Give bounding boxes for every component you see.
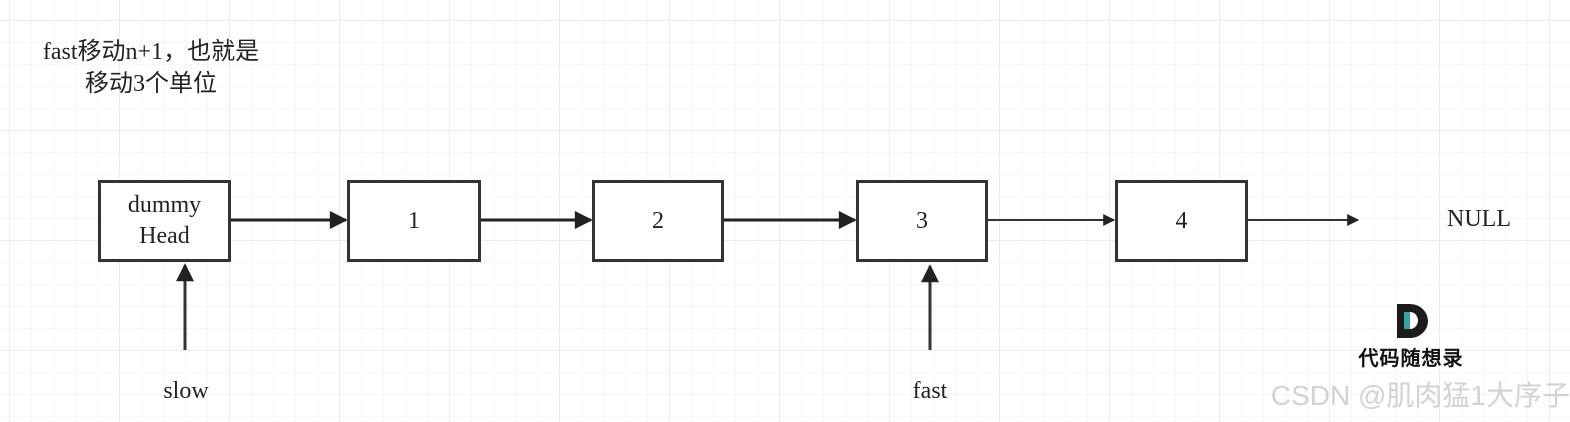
- node-dummy-head: dummy Head: [98, 180, 231, 262]
- node-2-label: 2: [652, 207, 664, 234]
- null-label: NULL: [1447, 206, 1511, 232]
- node-3: 3: [856, 180, 988, 262]
- node-4: 4: [1115, 180, 1248, 262]
- fast-pointer-label: fast: [912, 378, 948, 404]
- note-line-1: fast移动n+1，也就是: [42, 39, 260, 65]
- node-1: 1: [347, 180, 481, 262]
- logo-d-icon: [1397, 304, 1428, 338]
- node-3-label: 3: [916, 207, 928, 234]
- annotation-note: fast移动n+1，也就是 移动3个单位: [20, 36, 282, 100]
- node-2: 2: [592, 180, 724, 262]
- node-dummy-label-line1: dummy: [127, 192, 202, 218]
- node-1-label: 1: [408, 207, 420, 234]
- brand-logo: 代码随想录: [1350, 302, 1472, 372]
- csdn-watermark: CSDN @肌肉猛1大序子: [1270, 380, 1570, 411]
- note-line-2: 移动3个单位: [85, 71, 217, 97]
- logo-text: 代码随想录: [1358, 346, 1464, 370]
- node-dummy-label-line2: Head: [139, 223, 190, 249]
- node-4-label: 4: [1175, 207, 1188, 234]
- slow-pointer-label: slow: [163, 378, 209, 404]
